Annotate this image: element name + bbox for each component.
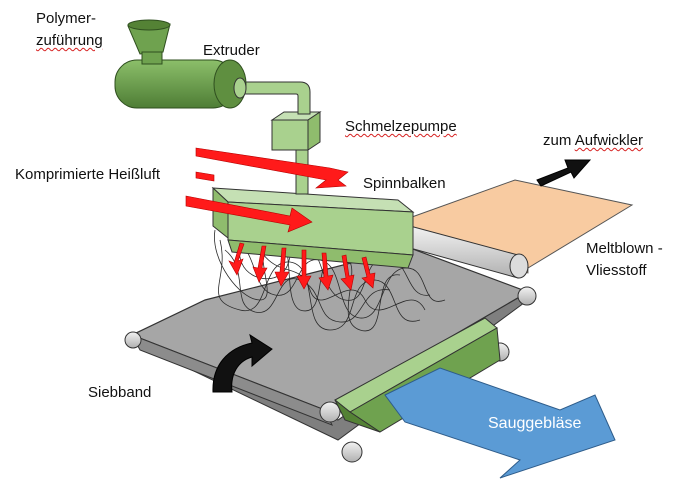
label-polymer-line1: Polymer- <box>36 10 97 27</box>
extruder-to-pump-pipe <box>239 81 311 115</box>
fiber-strand <box>218 239 421 331</box>
melt-pump-side <box>307 111 321 151</box>
belt-roller-front <box>319 401 341 423</box>
label-melt-pump: Schmelzepumpe <box>345 118 457 135</box>
suction-box-left <box>334 399 381 433</box>
label-conveyor-belt: Siebband <box>88 384 152 401</box>
label-to-winder: zum Aufwickler <box>543 131 643 150</box>
label-extruder: Extruder <box>203 42 260 59</box>
spin-beam <box>211 186 415 269</box>
hot-air-jet-6 <box>340 254 355 291</box>
hot-air-jet-7 <box>361 256 376 289</box>
winder-direction-arrow <box>536 159 592 187</box>
belt-roller-left <box>124 331 142 349</box>
hot-air-arrow-upper <box>195 147 349 189</box>
belt-roller-right-top <box>517 286 537 306</box>
belt-direction-arrow <box>212 333 273 393</box>
label-spin-beam: Spinnbalken <box>363 175 446 192</box>
hot-air-jet-1 <box>228 242 245 276</box>
hot-air-jet-5 <box>318 252 334 291</box>
label-meltblown-line1: Meltblown - <box>586 240 663 257</box>
fiber-strand <box>259 249 426 311</box>
belt-roller-front-low <box>341 441 363 463</box>
label-suction-blower: Sauggebläse <box>488 415 582 432</box>
label-polymer-line2: zuführung <box>36 32 103 49</box>
label-hot-air: Komprimierte Heißluft <box>15 166 161 183</box>
extruder <box>114 19 247 109</box>
melt-pump-front <box>271 119 309 151</box>
hot-air-jet-3 <box>274 247 290 287</box>
hot-air-jet-2 <box>252 245 268 283</box>
extruder-end-flange <box>233 77 247 99</box>
label-meltblown-line2: Vliesstoff <box>586 262 647 279</box>
melt-pump-assembly <box>239 81 322 195</box>
label-to-winder-word: Aufwickler <box>574 132 644 149</box>
hopper-opening <box>127 19 171 31</box>
hot-air-arrow-left-stub <box>195 171 215 182</box>
hopper-neck <box>141 51 163 65</box>
suction-blower-arrow <box>384 367 616 479</box>
hot-air-arrow-lower <box>185 195 313 233</box>
hot-air-jet-4 <box>296 249 312 290</box>
hot-air-arrows <box>185 147 376 291</box>
roller-top-end <box>509 253 529 279</box>
label-to-winder-prefix: zum <box>543 132 572 149</box>
